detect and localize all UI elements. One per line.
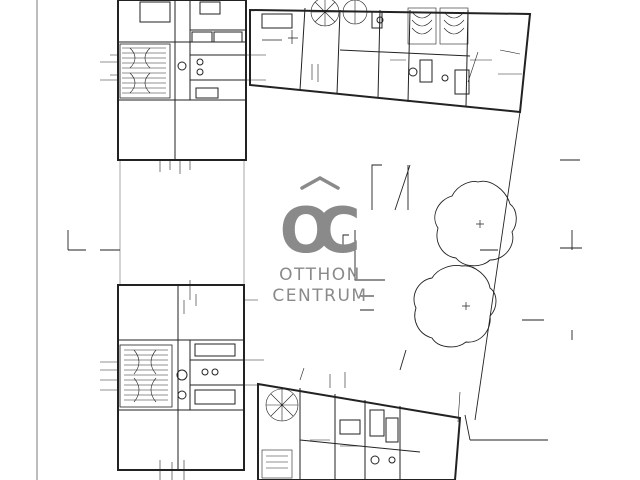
stair-top-left [122,47,166,94]
site-lines [36,0,582,480]
building-middle-left [100,280,264,480]
building-top-left [100,0,266,174]
tree-lower [413,265,497,348]
watermark-monogram-c: C [315,194,361,267]
building-top-right [249,0,532,114]
watermark-roof-icon [300,175,340,190]
otthon-centrum-watermark: O C OTTHON CENTRUM [272,175,367,306]
tree-upper [434,180,517,267]
watermark-line2: CENTRUM [272,286,367,306]
building-bottom-right [257,367,462,480]
stair-top-right [310,0,469,45]
stair-middle-left [124,349,168,403]
watermark-line1: OTTHON [279,265,361,285]
stair-bottom-right [261,388,299,479]
watermark-monogram-o: O [280,194,333,267]
